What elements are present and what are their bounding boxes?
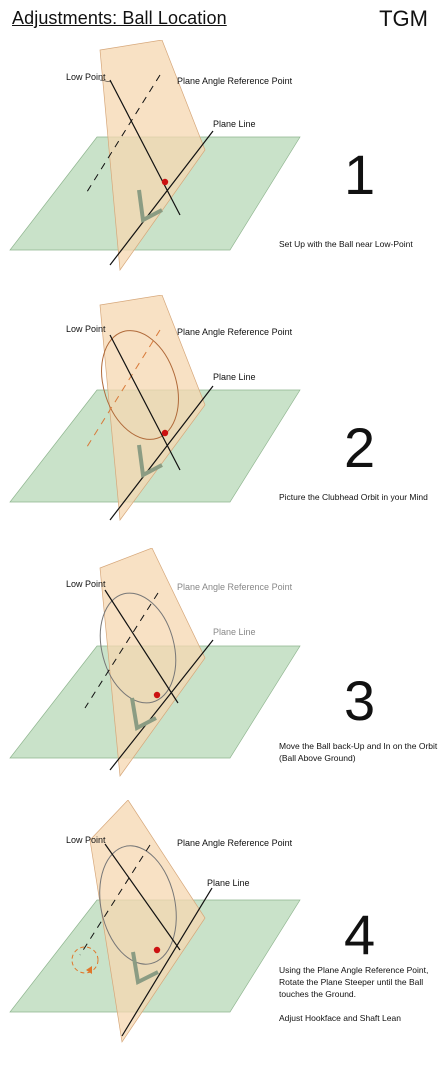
- dashed-plane-line: [79, 844, 151, 956]
- caption-line: Move the Ball back-Up and In on the Orbi…: [279, 741, 438, 751]
- club-shape: [131, 951, 159, 985]
- brand-logo-text: TGM: [379, 6, 428, 31]
- plane-line: [121, 887, 213, 1037]
- dashed-plane-line: [84, 74, 161, 196]
- solid-shaft-line: [104, 843, 181, 951]
- plane-line-label: Plane Line: [213, 372, 256, 382]
- rotation-arrow-head-icon: [86, 966, 92, 974]
- ball: [161, 178, 169, 186]
- low-point-label: Low Point: [66, 72, 106, 82]
- plane-line: [109, 385, 214, 521]
- panel-4-diagram: Low Point Plane Angle Reference Point Pl…: [9, 800, 301, 1043]
- swing-plane: [99, 548, 206, 777]
- plane-line: [109, 639, 214, 771]
- step-number: 2: [344, 416, 376, 479]
- reference-point-label: Plane Angle Reference Point: [177, 327, 293, 337]
- diagram-panel-2: Low Point Plane Angle Reference Point Pl…: [0, 295, 442, 560]
- plane-line: [109, 130, 214, 266]
- solid-shaft-line: [104, 589, 179, 704]
- caption-extra: Adjust Hookface and Shaft Lean: [279, 1013, 401, 1023]
- club-shape: [137, 189, 163, 224]
- reference-point-label: Plane Angle Reference Point: [177, 838, 293, 848]
- solid-shaft-line: [109, 79, 181, 216]
- caption-line: Set Up with the Ball near Low-Point: [279, 239, 413, 249]
- caption-line: (Ball Above Ground): [279, 753, 356, 763]
- reference-point-label: Plane Angle Reference Point: [177, 76, 293, 86]
- caption-line: Rotate the Plane Steeper until the Ball: [279, 977, 424, 987]
- plane-line-label: Plane Line: [213, 119, 256, 129]
- low-point-pointer: [99, 79, 112, 83]
- low-point-label: Low Point: [66, 324, 106, 334]
- panel-1-diagram: Low Point Plane Angle Reference Point Pl…: [9, 40, 301, 271]
- ball: [153, 946, 161, 954]
- diagram-panel-3: Low Point Plane Angle Reference Point Pl…: [0, 548, 442, 813]
- swing-plane: [89, 800, 206, 1043]
- clubhead-orbit: [99, 592, 177, 704]
- ball: [161, 429, 169, 437]
- step-caption: Move the Ball back-Up and In on the Orbi…: [279, 740, 439, 764]
- swing-plane: [99, 40, 206, 271]
- caption-line: Picture the Clubhead Orbit in your Mind: [279, 492, 428, 502]
- step-number: 4: [344, 903, 376, 966]
- club-shape: [130, 697, 157, 732]
- reference-point-label: Plane Angle Reference Point: [177, 582, 293, 592]
- diagram-panel-4: Low Point Plane Angle Reference Point Pl…: [0, 800, 442, 1065]
- low-point-label: Low Point: [66, 579, 106, 589]
- low-point-label: Low Point: [66, 835, 106, 845]
- page-title: Adjustments: Ball Location: [12, 8, 227, 28]
- step-caption: Picture the Clubhead Orbit in your Mind: [279, 491, 439, 503]
- panel-2-diagram: Low Point Plane Angle Reference Point Pl…: [9, 295, 301, 521]
- plane-line-label: Plane Line: [207, 878, 250, 888]
- clubhead-orbit: [99, 845, 177, 965]
- solid-shaft-line: [109, 334, 181, 471]
- step-number: 3: [344, 669, 376, 732]
- plane-line-label: Plane Line: [213, 627, 256, 637]
- step-number: 1: [344, 143, 376, 206]
- caption-line: touches the Ground.: [279, 989, 357, 999]
- panel-3-diagram: Low Point Plane Angle Reference Point Pl…: [9, 548, 301, 777]
- caption-line: Using the Plane Angle Reference Point,: [279, 965, 429, 975]
- step-caption: Set Up with the Ball near Low-Point: [279, 238, 439, 250]
- club-shape: [137, 444, 163, 479]
- dashed-plane-line: [84, 329, 161, 451]
- dashed-plane-line: [84, 592, 159, 709]
- step-caption: Using the Plane Angle Reference Point, R…: [279, 964, 439, 1024]
- swing-plane: [99, 295, 206, 521]
- clubhead-orbit: [101, 330, 179, 440]
- ball: [153, 691, 161, 699]
- rotation-arrow-circle: [71, 946, 99, 974]
- diagram-panel-1: Low Point Plane Angle Reference Point Pl…: [0, 40, 442, 305]
